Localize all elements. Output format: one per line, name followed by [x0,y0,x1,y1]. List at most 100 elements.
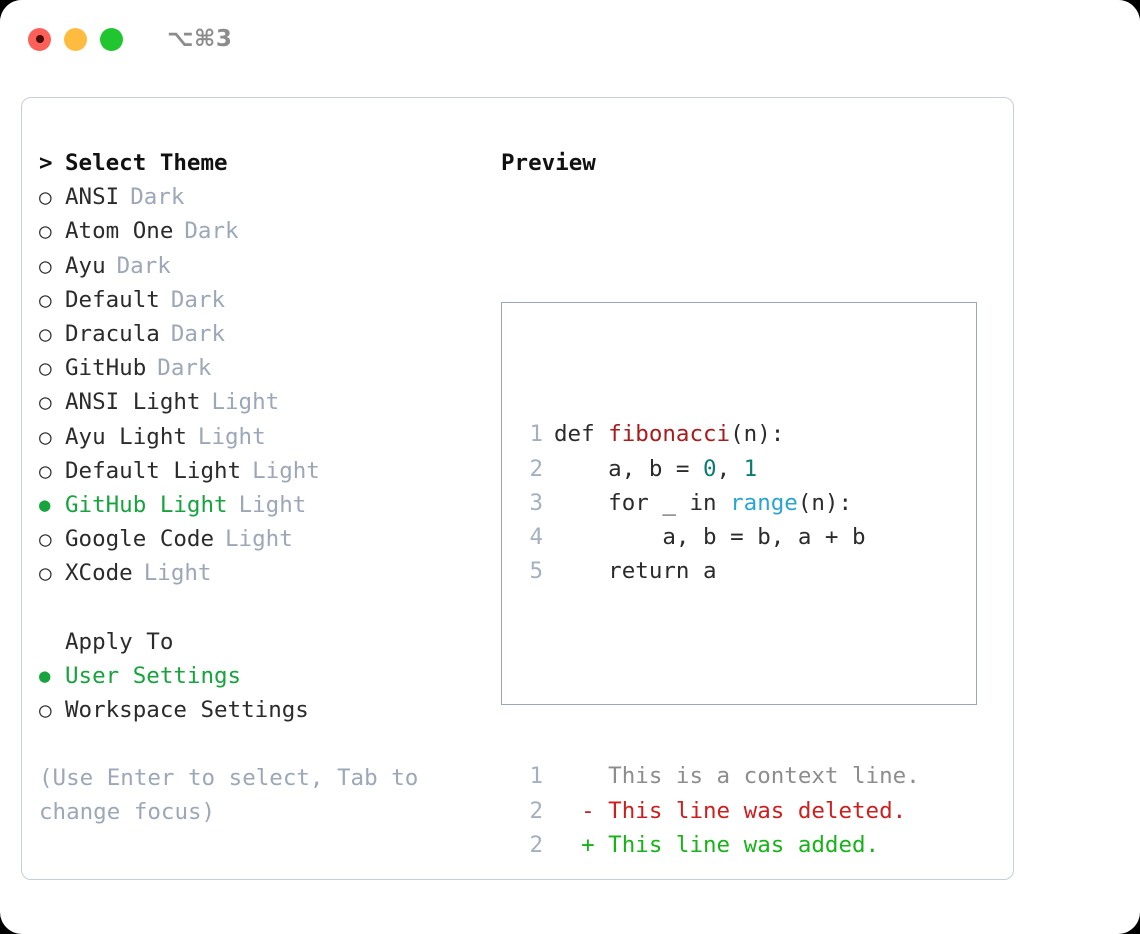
keyboard-shortcut-label: ⌥⌘3 [167,26,233,52]
radio-unselected-icon: ○ [39,253,52,278]
code-token-plain: def [554,421,609,448]
window-controls [28,27,123,51]
code-token-plain: (n): [797,489,853,516]
code-token-fn: fibonacci [608,421,731,448]
apply-to-option-label: User Settings [65,662,242,689]
apply-to-option-label: Workspace Settings [65,697,309,723]
theme-item-tag: Light [197,423,266,450]
code-token-plain: (n): [730,421,785,448]
recording-indicator-icon [35,35,44,43]
code-token-plain: for _ in [554,489,731,516]
theme-item-label: GitHub [65,355,147,382]
code-line-number: 5 [529,558,543,585]
theme-item-label: ANSI Light [65,389,201,416]
code-token-plain: a, b = [554,455,704,482]
diff-line: 2 - This line was deleted. [519,794,920,828]
radio-unselected-icon: ○ [39,561,52,586]
theme-list-item[interactable]: ○ Atom One Dark [39,214,499,248]
minimize-button[interactable] [64,27,87,51]
code-token-plain: , [716,455,744,482]
title-bar: ⌥⌘3 [0,0,1140,78]
radio-unselected-icon: ○ [39,698,52,722]
theme-item-label: Default [65,286,160,313]
radio-unselected-icon: ○ [39,390,52,415]
theme-list-item[interactable]: ○ Ayu Dark [39,249,499,283]
diff-line-number: 1 [529,763,543,790]
theme-list-item[interactable]: ○ Default Dark [39,283,499,317]
radio-unselected-icon: ○ [39,219,52,244]
radio-selected-icon: ● [39,493,51,516]
code-line-text: for _ in range(n): [554,486,852,520]
theme-item-tag: Dark [170,286,226,313]
radio-unselected-icon: ○ [39,287,52,312]
radio-unselected-icon: ○ [39,424,52,449]
theme-item-tag: Light [143,560,212,587]
code-line-text: a, b = b, a + b [554,520,866,554]
select-theme-title: Select Theme [65,150,228,176]
diff-line: 2 + This line was added. [519,828,920,862]
theme-item-label: Ayu Light [65,423,187,450]
theme-list-item[interactable]: ○ Ayu Light Light [39,420,499,454]
theme-item-tag: Dark [184,218,239,245]
diff-line-text-ctx: This is a context line. [554,763,920,790]
theme-item-tag: Dark [157,355,212,382]
apply-to-options: ● User Settings ○ Workspace Settings [39,659,499,727]
apply-to-option[interactable]: ○ Workspace Settings [39,693,499,727]
close-button[interactable] [28,27,51,51]
code-line: 2 a, b = 0, 1 [519,452,920,486]
diff-lines: 1 This is a context line.2 - This line w… [519,759,920,862]
theme-item-tag: Light [252,457,320,484]
code-line-text: return a [554,554,717,588]
theme-item-label: Dracula [65,320,160,347]
code-blank-line [519,657,920,691]
diff-line-text-del: - This line was deleted. [554,797,907,824]
theme-item-label: Default Light [65,457,242,484]
theme-list-item[interactable]: ● GitHub Light Light [39,488,499,522]
code-line: 5 return a [519,554,920,588]
theme-item-tag: Light [211,389,280,416]
apply-to-title: Apply To [65,628,174,655]
diff-line-number: 2 [529,797,543,824]
radio-selected-icon: ● [39,664,51,687]
code-line-text: a, b = 0, 1 [554,452,757,486]
code-line: 3 for _ in range(n): [519,486,920,520]
list-spacer [39,590,499,624]
theme-item-tag: Light [225,526,293,553]
maximize-button[interactable] [100,27,123,51]
apply-to-header: ○Apply To [39,625,499,659]
theme-item-tag: Dark [116,252,171,279]
theme-item-label: Ayu [65,252,106,279]
code-token-num: 0 [703,455,717,482]
theme-item-tag: Light [238,491,307,518]
diff-line: 1 This is a context line. [519,759,920,793]
radio-unselected-icon: ○ [39,185,52,210]
code-token-plain: return a [554,558,717,585]
select-theme-header: >Select Theme [39,146,499,180]
preview-title: Preview [501,150,596,176]
code-line-number: 1 [529,421,543,448]
theme-item-label: Atom One [65,218,174,245]
code-line-number: 4 [529,524,543,551]
code-token-plain: a, b = b, a + b [554,524,866,551]
code-line: 4 a, b = b, a + b [519,520,920,554]
code-line-number: 2 [529,455,543,482]
theme-list-item[interactable]: ○ ANSI Light Light [39,385,499,419]
code-line-number: 3 [529,489,543,516]
apply-to-option[interactable]: ● User Settings [39,659,499,693]
theme-item-label: GitHub Light [65,491,228,518]
code-line-text: def fibonacci(n): [554,417,784,451]
code-token-num: 1 [743,455,758,482]
code-token-call: range [730,489,798,516]
hint-text: (Use Enter to select, Tab to change focu… [39,765,419,826]
diff-line-text-add: + This line was added. [554,831,880,858]
